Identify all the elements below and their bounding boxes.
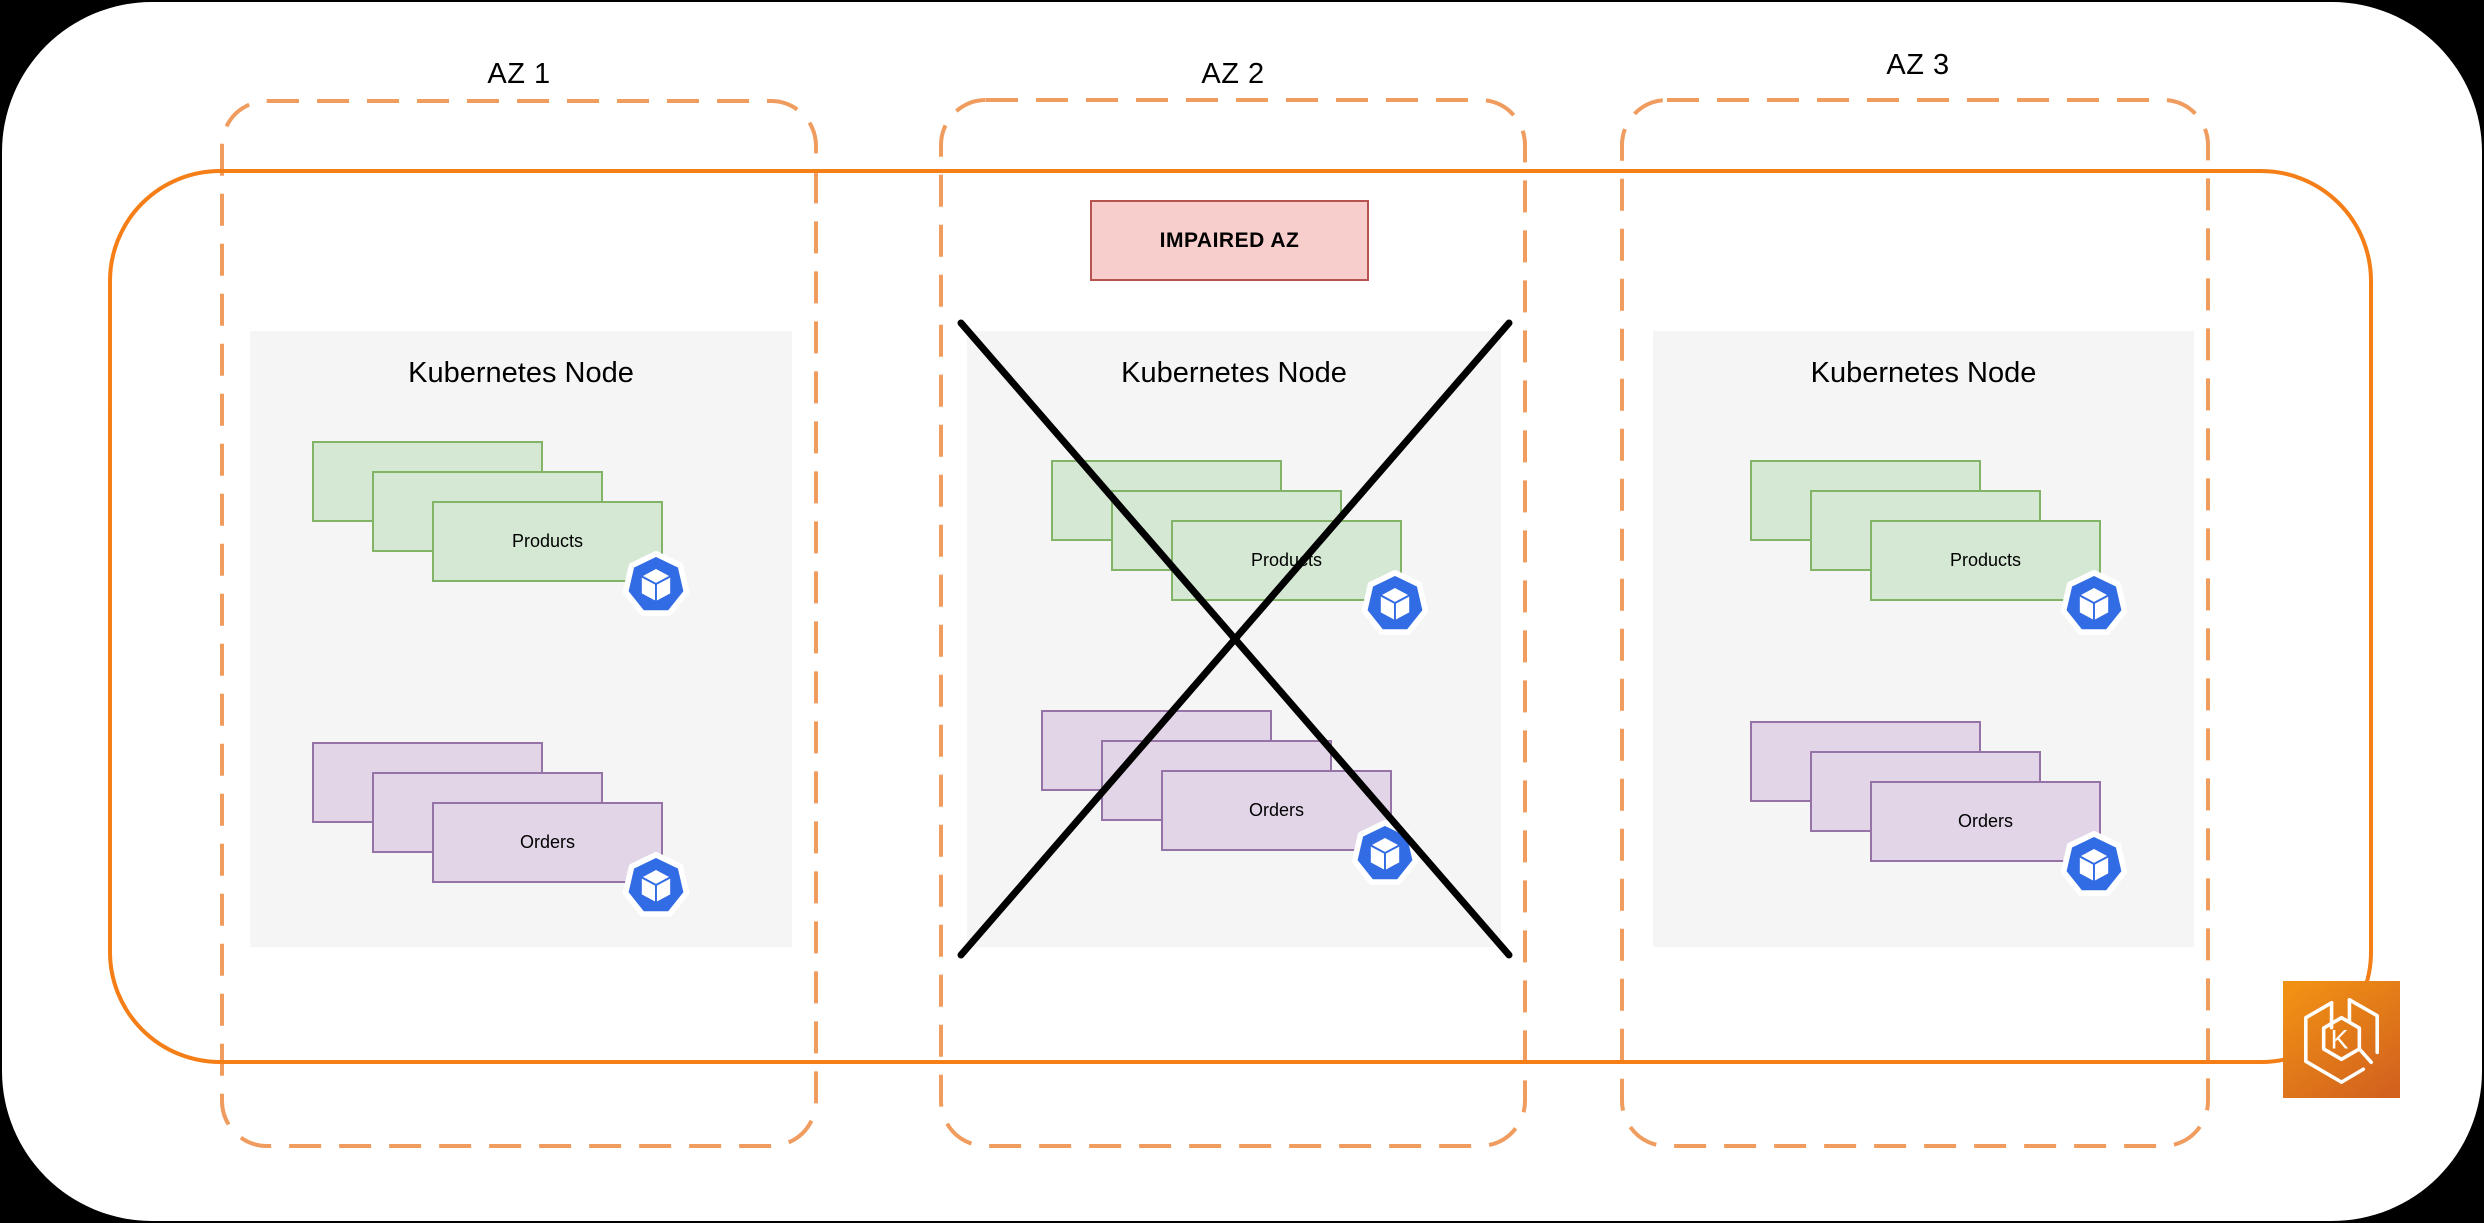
az1-boundary bbox=[220, 99, 818, 1148]
pod-replica-card: Products bbox=[432, 501, 663, 582]
eks-cluster-boundary bbox=[108, 169, 2373, 1064]
orders-stack-az1: Orders bbox=[312, 742, 690, 917]
kubernetes-node-az1: Kubernetes Node bbox=[250, 331, 792, 947]
pod-replica-card: Orders bbox=[432, 802, 663, 883]
eks-letter: K bbox=[2331, 1024, 2349, 1054]
amazon-eks-icon: K bbox=[2283, 981, 2400, 1098]
kubernetes-pod-icon bbox=[1361, 569, 1429, 635]
node-title: Kubernetes Node bbox=[408, 357, 634, 389]
kubernetes-pod-icon bbox=[622, 851, 690, 917]
kubernetes-node-az2: Kubernetes Node bbox=[967, 331, 1501, 947]
pod-replica-card: Products bbox=[1870, 520, 2101, 601]
orders-stack-az2: Orders bbox=[1041, 710, 1419, 885]
node-title: Kubernetes Node bbox=[1810, 357, 2037, 389]
pod-replica-card: Orders bbox=[1870, 781, 2101, 862]
kubernetes-pod-icon bbox=[1351, 819, 1419, 885]
workload-label: Products bbox=[1949, 550, 2022, 570]
workload-label: Products bbox=[511, 531, 584, 551]
products-stack-az3: Products bbox=[1750, 460, 2128, 635]
kubernetes-pod-icon bbox=[2060, 830, 2128, 896]
az3-label: AZ 3 bbox=[1886, 49, 1950, 81]
kubernetes-pod-icon bbox=[622, 550, 690, 616]
products-stack-az1: Products bbox=[312, 441, 690, 616]
workload-label: Orders bbox=[1957, 811, 2013, 831]
workload-label: Orders bbox=[1248, 800, 1304, 820]
workload-label: Orders bbox=[519, 832, 575, 852]
node-title: Kubernetes Node bbox=[1121, 357, 1347, 389]
products-stack-az2: Products bbox=[1051, 460, 1429, 635]
kubernetes-pod-icon bbox=[2060, 569, 2128, 635]
az1-label: AZ 1 bbox=[487, 58, 551, 90]
workload-label: Products bbox=[1250, 550, 1323, 570]
impaired-az-badge: IMPAIRED AZ bbox=[1090, 200, 1369, 281]
az2-label: AZ 2 bbox=[1201, 58, 1265, 90]
orders-stack-az3: Orders bbox=[1750, 721, 2128, 896]
